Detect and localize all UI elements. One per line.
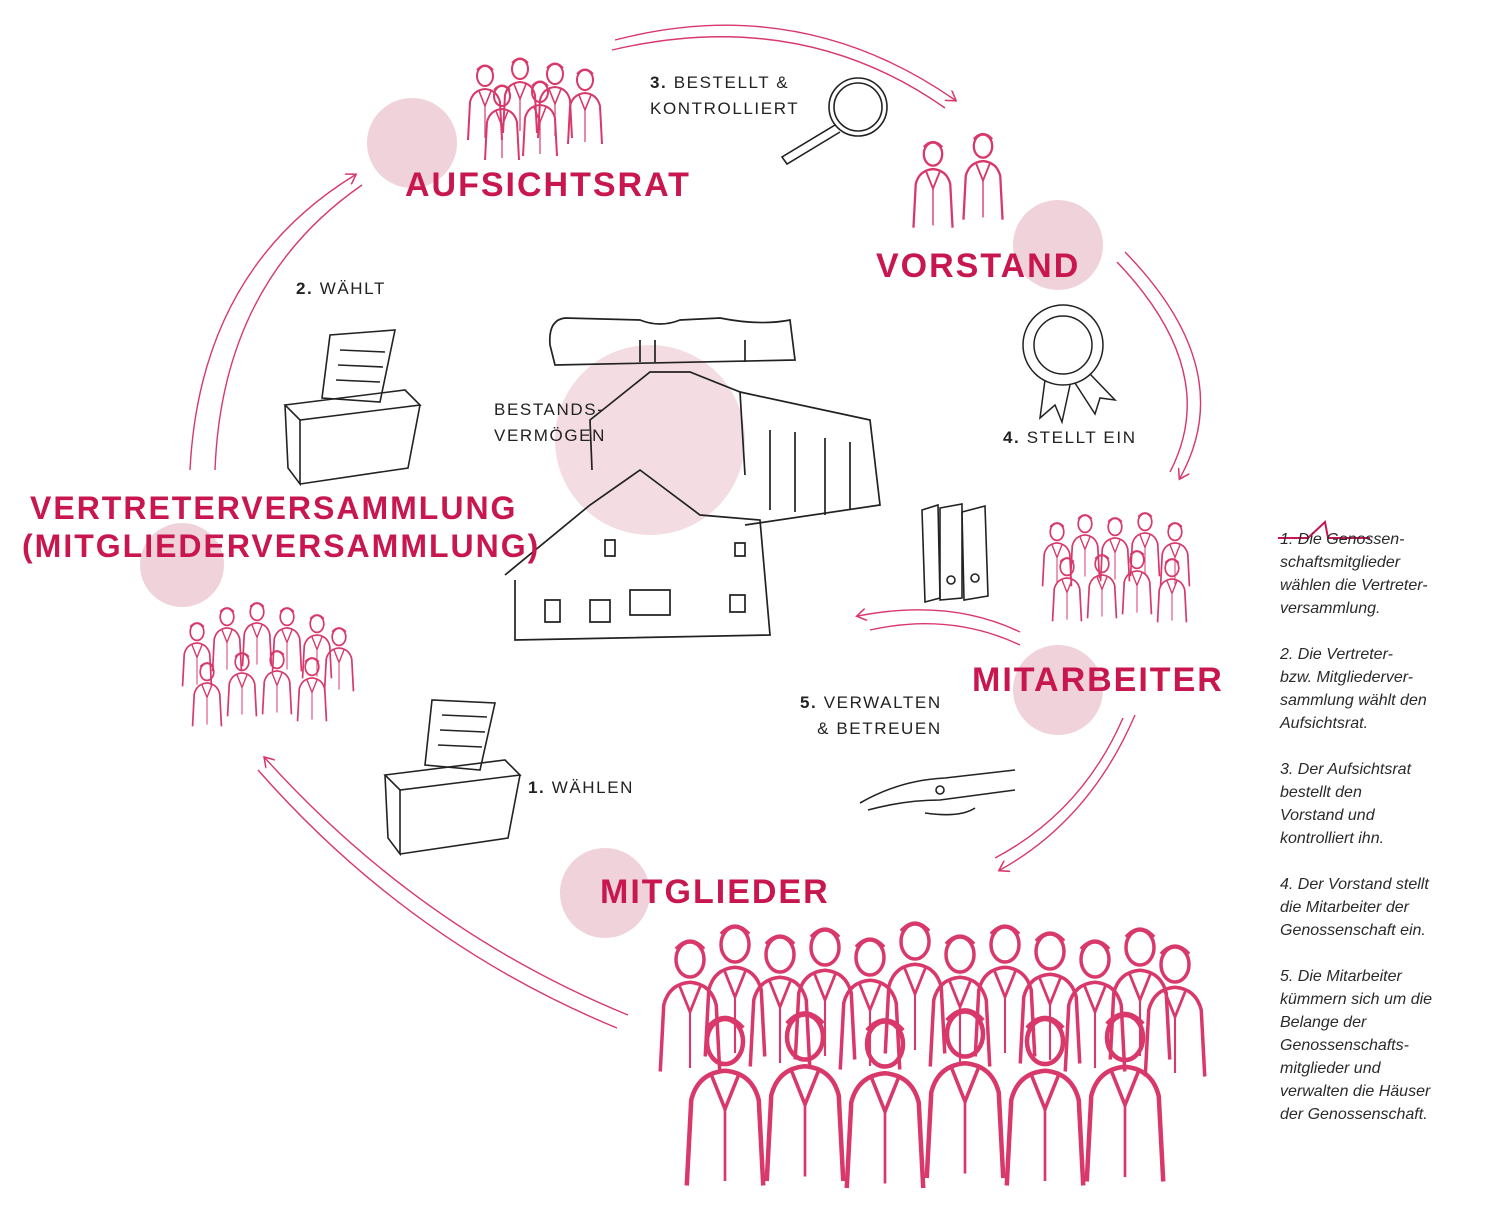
step-3-text-2: KONTROLLIERT [650,99,800,118]
hand-icon [859,769,1016,816]
explanation-sidebar: 1. Die Genossen- schaftsmitglieder wähle… [1280,528,1480,1149]
arrow-mitarbeiter-to-mitglieder [1000,714,1136,870]
step-5-text-2: & BETREUEN [817,719,942,738]
explanation-3: 3. Der Aufsichtsrat bestellt den Vorstan… [1280,761,1412,847]
circle-bestand [555,345,745,535]
label-mitglieder: MITGLIEDER [600,873,830,911]
step-2-label: 2. WÄHLT [296,276,386,302]
circle-mitarbeiter [1013,645,1103,735]
explanation-5: 5. Die Mitarbeiter kümmern sich um die B… [1280,968,1433,1123]
step-5-text-1: VERWALTEN [823,693,942,712]
arrow-aufsichtsrat-to-vorstand [614,24,955,100]
explanation-2: 2. Die Vertreter- bzw. Mitgliederver- sa… [1280,646,1427,732]
sidebar-accent-line [1278,520,1370,539]
step-2-number: 2. [296,279,314,298]
explanation-4: 4. Der Vorstand stellt die Mitarbeiter d… [1280,876,1429,939]
step-1-label: 1. WÄHLEN [528,775,634,801]
circle-vorstand [1013,200,1103,290]
aufsichtsrat-group [467,57,603,161]
ballot-box-lower [383,699,522,857]
vertreter-group [181,602,355,728]
step-4-label: 4. STELLT EIN [1003,425,1137,451]
highlight-circles [140,98,1103,938]
label-mitgliederversammlung: (MITGLIEDERVERSAMMLUNG) [22,528,541,564]
circle-vertreterversammlung [140,523,224,607]
step-4-text: STELLT EIN [1026,428,1137,447]
step-1-number: 1. [528,778,546,797]
vorstand-group [912,132,1004,229]
bestand-label: BESTANDS- VERMÖGEN [494,397,606,449]
step-5-number: 5. [800,693,818,712]
bestand-line-2: VERMÖGEN [494,426,606,445]
mitglieder-crowd [658,921,1207,1188]
label-aufsichtsrat: AUFSICHTSRAT [405,166,691,204]
houses-illustration [504,317,881,641]
step-4-number: 4. [1003,428,1021,447]
step-3-label: 3. BESTELLT & KONTROLLIERT [650,70,799,122]
seal-icon [1022,304,1118,425]
circle-aufsichtsrat [367,98,457,188]
step-3-number: 3. [650,73,668,92]
ballot-box-upper [283,329,422,487]
bestand-line-1: BESTANDS- [494,400,605,419]
step-2-text: WÄHLT [319,279,386,298]
arrow-vertreter-to-aufsichtsrat [189,175,355,471]
arrow-mitarbeiter-to-bestand [858,610,1021,633]
arrow-mitglieder-to-vertreter [265,758,629,1016]
step-3-text-1: BESTELLT & [673,73,790,92]
label-vertreterversammlung: VERTRETERVERSAMMLUNG [30,490,518,526]
step-5-label: 5. VERWALTEN & BETREUEN [800,690,942,742]
magnifier-icon [780,77,888,166]
label-vorstand: VORSTAND [876,247,1081,285]
mitarbeiter-group [1041,512,1191,624]
cycle-arrows [189,24,1202,1029]
explanation-1: 1. Die Genossen- schaftsmitglieder wähle… [1280,531,1428,617]
circle-mitglieder [560,848,650,938]
label-mitarbeiter: MITARBEITER [972,661,1224,699]
arrow-vorstand-to-mitarbeiter [1124,251,1202,478]
binders-icon [921,503,989,604]
step-1-text: WÄHLEN [551,778,635,797]
